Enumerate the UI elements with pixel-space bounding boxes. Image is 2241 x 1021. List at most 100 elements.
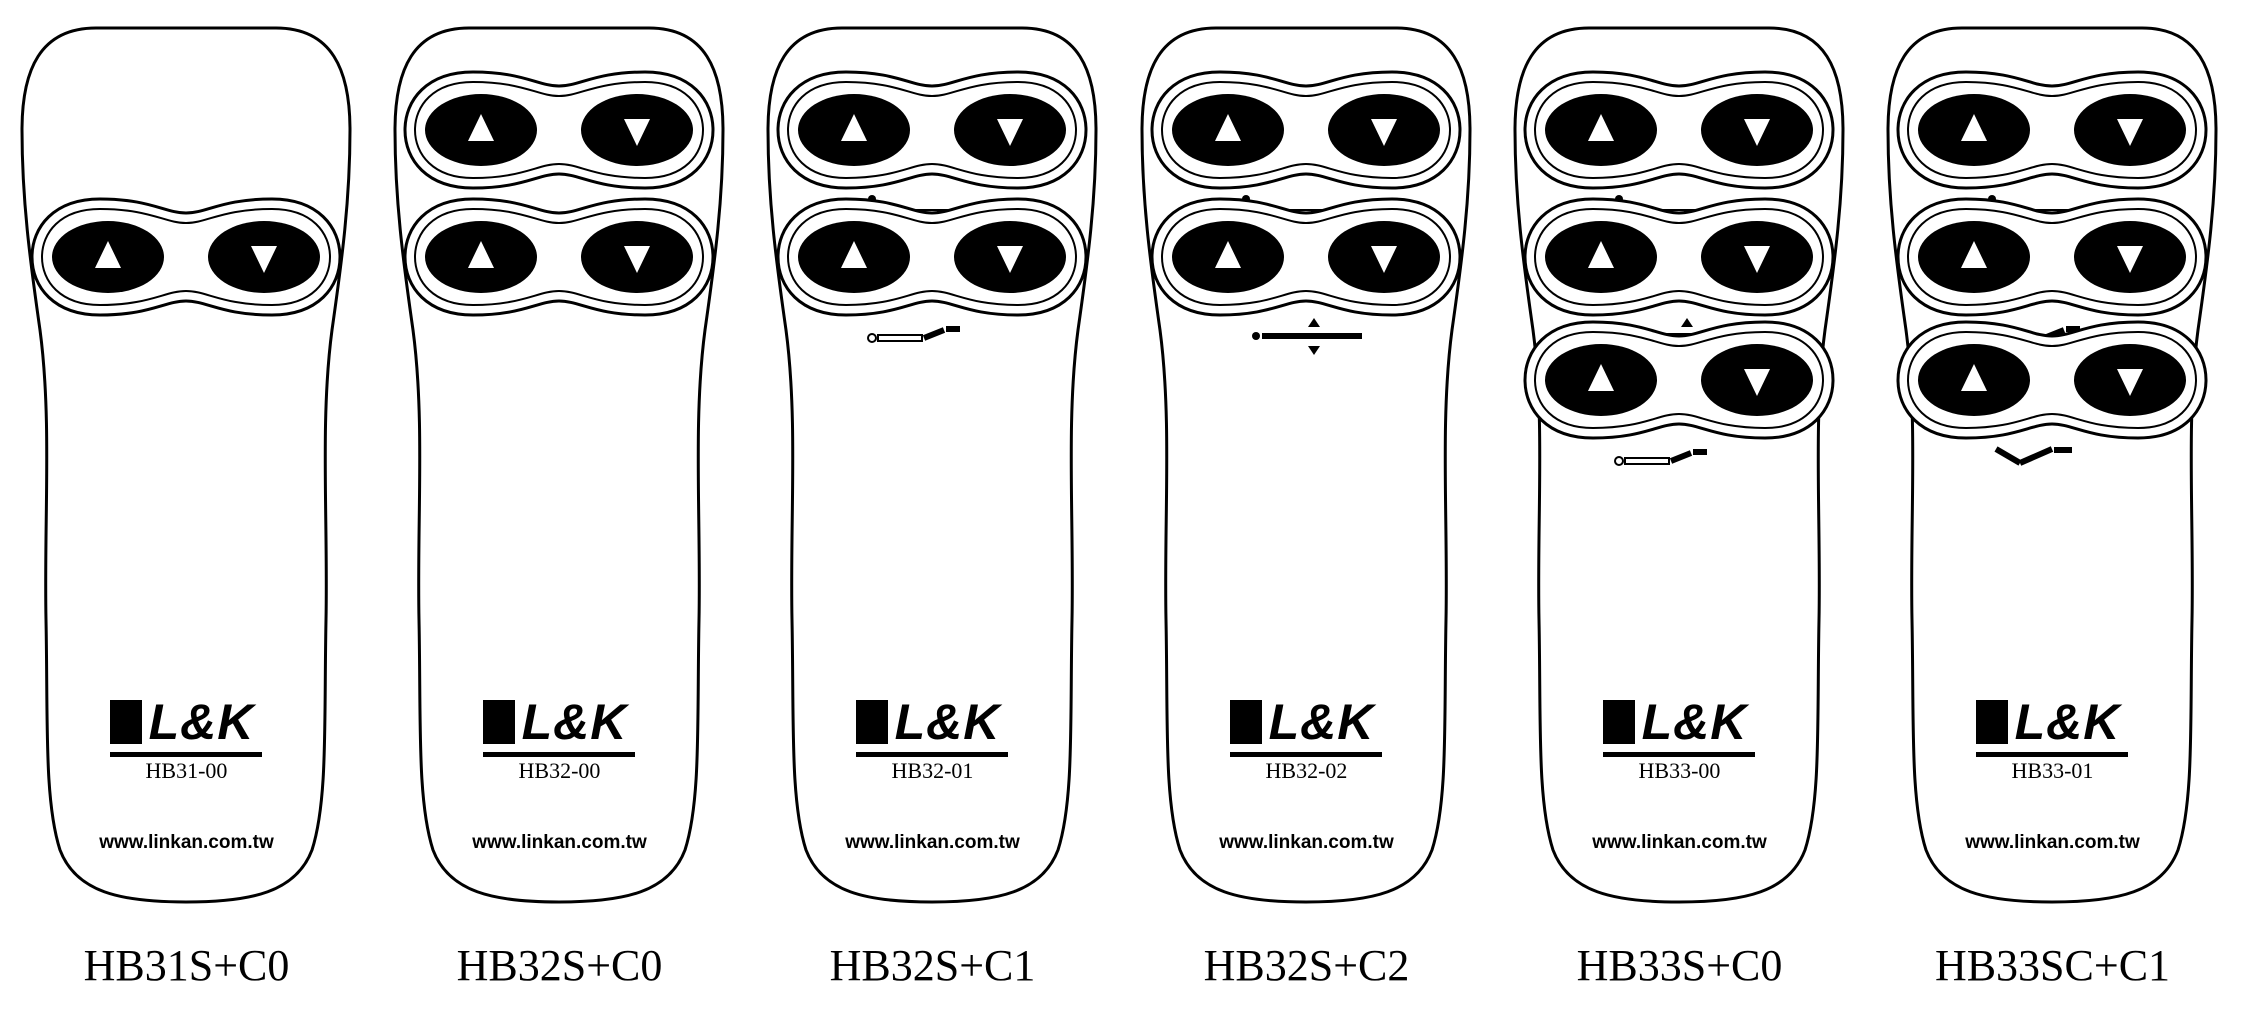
triangle-up-icon xyxy=(1961,241,1987,268)
up-button[interactable] xyxy=(1918,221,2030,293)
button-pair-inner-outline xyxy=(40,207,332,307)
button-pair xyxy=(776,197,1088,317)
brand-logo-mark xyxy=(483,700,515,744)
button-pair-inner-outline xyxy=(1533,330,1825,430)
product-caption: HB33S+C0 xyxy=(1576,941,1783,990)
down-button[interactable] xyxy=(1328,221,1440,293)
model-code: HB32-00 xyxy=(518,758,601,783)
triangle-down-icon xyxy=(1744,246,1770,273)
button-pair-inner-outline xyxy=(1906,207,2198,307)
button-pair xyxy=(1150,197,1462,317)
down-button[interactable] xyxy=(1328,94,1440,166)
brand-name: L&K xyxy=(2014,694,2121,750)
website-url: www.linkan.com.tw xyxy=(99,832,274,853)
up-button[interactable] xyxy=(1918,94,2030,166)
button-pair-inner-outline xyxy=(786,207,1078,307)
up-button[interactable] xyxy=(52,221,164,293)
triangle-down-icon xyxy=(1371,246,1397,273)
triangle-down-icon xyxy=(1744,119,1770,146)
button-pair-inner-outline xyxy=(413,80,705,180)
up-button[interactable] xyxy=(425,221,537,293)
button-pair-inner-outline xyxy=(1906,80,2198,180)
brand-underline xyxy=(1976,752,2128,757)
button-pair xyxy=(403,197,715,317)
triangle-up-icon xyxy=(841,241,867,268)
model-code: HB32-02 xyxy=(1265,758,1348,783)
button-pair xyxy=(1896,197,2208,317)
leg-raise-icon xyxy=(1614,449,1707,466)
up-button[interactable] xyxy=(798,94,910,166)
model-code: HB32-01 xyxy=(891,758,974,783)
button-pair xyxy=(403,70,715,190)
button-pair-inner-outline xyxy=(1906,330,2198,430)
triangle-up-icon xyxy=(468,114,494,141)
button-pair xyxy=(1523,197,1835,317)
remote-drawing xyxy=(1886,26,2218,904)
brand-logo-mark xyxy=(1976,700,2008,744)
triangle-up-icon xyxy=(468,241,494,268)
button-pair-inner-outline xyxy=(1533,80,1825,180)
triangle-up-icon xyxy=(841,114,867,141)
product-caption: HB33SC+C1 xyxy=(1934,941,2171,990)
down-button[interactable] xyxy=(581,221,693,293)
button-pair-inner-outline xyxy=(1533,207,1825,307)
brand-name: L&K xyxy=(1268,694,1375,750)
button-pair-inner-outline xyxy=(1160,80,1452,180)
button-pair-inner-outline xyxy=(786,80,1078,180)
triangle-down-icon xyxy=(2117,119,2143,146)
down-button[interactable] xyxy=(954,221,1066,293)
remote-drawing xyxy=(766,26,1098,904)
down-button[interactable] xyxy=(581,94,693,166)
down-button[interactable] xyxy=(2074,94,2186,166)
button-pair xyxy=(1150,70,1462,190)
down-button[interactable] xyxy=(2074,344,2186,416)
remote-drawing xyxy=(20,26,352,904)
triangle-up-icon xyxy=(1961,364,1987,391)
up-button[interactable] xyxy=(1545,344,1657,416)
up-button[interactable] xyxy=(1918,344,2030,416)
brand-logo-mark xyxy=(1603,700,1635,744)
website-url: www.linkan.com.tw xyxy=(472,832,647,853)
brand-name: L&K xyxy=(894,694,1001,750)
brand-logo-mark xyxy=(110,700,142,744)
product-caption: HB32S+C2 xyxy=(1203,941,1410,990)
down-button[interactable] xyxy=(208,221,320,293)
button-pair xyxy=(1523,320,1835,440)
down-button[interactable] xyxy=(1701,344,1813,416)
down-button[interactable] xyxy=(2074,221,2186,293)
down-button[interactable] xyxy=(954,94,1066,166)
button-pair xyxy=(1523,70,1835,190)
remote-drawing xyxy=(1140,26,1472,904)
button-pair-inner-outline xyxy=(413,207,705,307)
brand-name: L&K xyxy=(148,694,255,750)
up-button[interactable] xyxy=(798,221,910,293)
remote-drawing xyxy=(1513,26,1845,904)
button-pair xyxy=(30,197,342,317)
website-url: www.linkan.com.tw xyxy=(1219,832,1394,853)
triangle-up-icon xyxy=(1215,114,1241,141)
product-caption: HB32S+C0 xyxy=(456,941,663,990)
up-button[interactable] xyxy=(1545,221,1657,293)
model-code: HB33-01 xyxy=(2011,758,2094,783)
down-button[interactable] xyxy=(1701,94,1813,166)
brand-underline xyxy=(856,752,1008,757)
up-button[interactable] xyxy=(425,94,537,166)
up-button[interactable] xyxy=(1172,221,1284,293)
up-button[interactable] xyxy=(1172,94,1284,166)
up-button[interactable] xyxy=(1545,94,1657,166)
triangle-down-icon xyxy=(624,119,650,146)
triangle-down-icon xyxy=(2117,246,2143,273)
triangle-down-icon xyxy=(624,246,650,273)
remote-drawing xyxy=(393,26,725,904)
triangle-down-icon xyxy=(997,119,1023,146)
model-code: HB33-00 xyxy=(1638,758,1721,783)
down-button[interactable] xyxy=(1701,221,1813,293)
triangle-down-icon xyxy=(2117,369,2143,396)
bed-height-icon xyxy=(1252,318,1362,355)
product-caption: HB32S+C1 xyxy=(829,941,1036,990)
button-pair xyxy=(1896,320,2208,440)
